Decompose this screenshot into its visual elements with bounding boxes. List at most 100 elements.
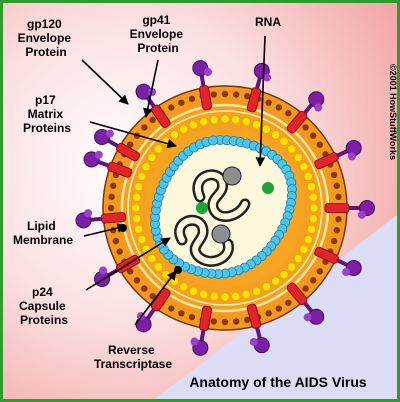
membrane-dot <box>109 182 117 189</box>
gp120-knob <box>263 73 272 82</box>
matrix-dot <box>308 214 318 224</box>
membrane-dot <box>188 95 196 103</box>
matrix-dot <box>279 136 289 146</box>
gp41-bar <box>150 104 171 128</box>
membrane-dot <box>275 305 282 312</box>
membrane-dot <box>285 299 292 306</box>
diagram-title: Anatomy of the AIDS Virus <box>189 374 367 390</box>
gp41-bar <box>246 303 262 329</box>
gp120-knob <box>314 103 323 112</box>
rna-strands <box>174 169 251 267</box>
matrix-dot <box>231 115 241 125</box>
gp120-knob <box>105 129 114 138</box>
matrix-dot <box>303 171 313 182</box>
membrane-dot <box>302 285 309 292</box>
matrix-dot <box>220 292 230 302</box>
membrane-dot <box>335 193 342 201</box>
gp41-bar <box>246 87 262 113</box>
matrix-dot <box>261 282 271 292</box>
matrix-dot <box>270 130 281 140</box>
membrane-dot <box>168 104 175 111</box>
membrane-dot <box>232 318 240 325</box>
membrane-dot <box>221 90 229 98</box>
membrane-dot <box>108 193 115 201</box>
label-p17: p17 Matrix Proteins <box>23 93 71 135</box>
membrane-dot <box>149 292 156 300</box>
reverse-transcriptase-enzyme <box>211 224 231 244</box>
label-p24: p24 Capsule Proteins <box>19 285 69 327</box>
label-lipid: Lipid Membrane <box>13 219 73 247</box>
membrane-dot <box>127 141 134 148</box>
membrane-dot <box>275 104 282 111</box>
membrane-dot <box>330 171 338 179</box>
gp120-knob <box>190 337 199 346</box>
matrix-dot <box>199 116 209 127</box>
matrix-dot <box>169 130 180 140</box>
membrane-dot <box>302 124 309 131</box>
gp120-knob <box>249 337 258 346</box>
membrane-dot <box>188 313 196 321</box>
gp120-knob <box>99 266 108 275</box>
matrix-dot <box>287 262 297 272</box>
matrix-dot <box>131 203 141 213</box>
label-reverse-transcriptase: Reverse Transcriptase <box>94 343 172 371</box>
matrix-dot <box>179 124 189 134</box>
matrix-dot <box>270 276 281 286</box>
matrix-dot <box>299 244 309 254</box>
matrix-dot <box>303 234 313 245</box>
gp41-bar <box>286 110 308 134</box>
gp120-knob <box>303 313 312 322</box>
matrix-dot <box>169 276 180 286</box>
membrane-dot <box>112 237 120 245</box>
membrane-dot <box>244 316 251 324</box>
matrix-dot <box>133 224 144 234</box>
gp41-bar <box>314 246 339 264</box>
gp41-bar <box>314 152 339 170</box>
matrix-dot <box>137 234 147 245</box>
matrix-dot <box>293 253 303 264</box>
membrane-dot <box>178 310 185 317</box>
matrix-dot <box>220 114 230 124</box>
matrix-dot <box>209 115 219 125</box>
membrane-dot <box>133 277 141 284</box>
membrane-dot <box>116 248 123 255</box>
gp120-knob <box>357 210 366 219</box>
label-gp41: gp41 Envelope Protein <box>130 13 187 55</box>
matrix-dot <box>279 270 289 280</box>
membrane-dot <box>265 310 272 317</box>
membrane-dot <box>127 268 134 275</box>
gp120-knob <box>342 268 351 277</box>
membrane-dot <box>210 318 218 325</box>
membrane-dot <box>333 227 341 234</box>
membrane-dot <box>333 182 341 189</box>
membrane-dot <box>221 318 229 326</box>
matrix-dot <box>179 282 189 292</box>
gp41-bar <box>324 203 350 213</box>
matrix-dot <box>241 116 251 127</box>
capsid-bead <box>208 135 219 146</box>
membrane-dot <box>210 91 218 98</box>
gp41-bar <box>100 211 127 224</box>
membrane-dot <box>149 116 156 124</box>
membrane-dot <box>309 277 317 284</box>
matrix-dot <box>251 120 262 130</box>
membrane-dot <box>316 268 323 275</box>
matrix-dot <box>241 289 251 300</box>
matrix-dot <box>231 291 241 301</box>
membrane-dot <box>285 110 292 117</box>
label-rna: RNA <box>255 15 281 29</box>
membrane-dot <box>309 132 317 139</box>
gp41-bar <box>199 85 213 111</box>
gp41-bar <box>199 305 213 331</box>
green-protein <box>196 202 208 214</box>
matrix-dot <box>153 262 163 272</box>
matrix-dot <box>299 162 309 172</box>
membrane-dot <box>168 305 175 312</box>
gp120-knob <box>203 68 212 77</box>
matrix-dot <box>132 192 142 202</box>
matrix-dot <box>306 182 317 192</box>
gp120-knob <box>94 150 103 159</box>
matrix-dot <box>293 152 303 163</box>
capsid-background <box>155 140 292 274</box>
